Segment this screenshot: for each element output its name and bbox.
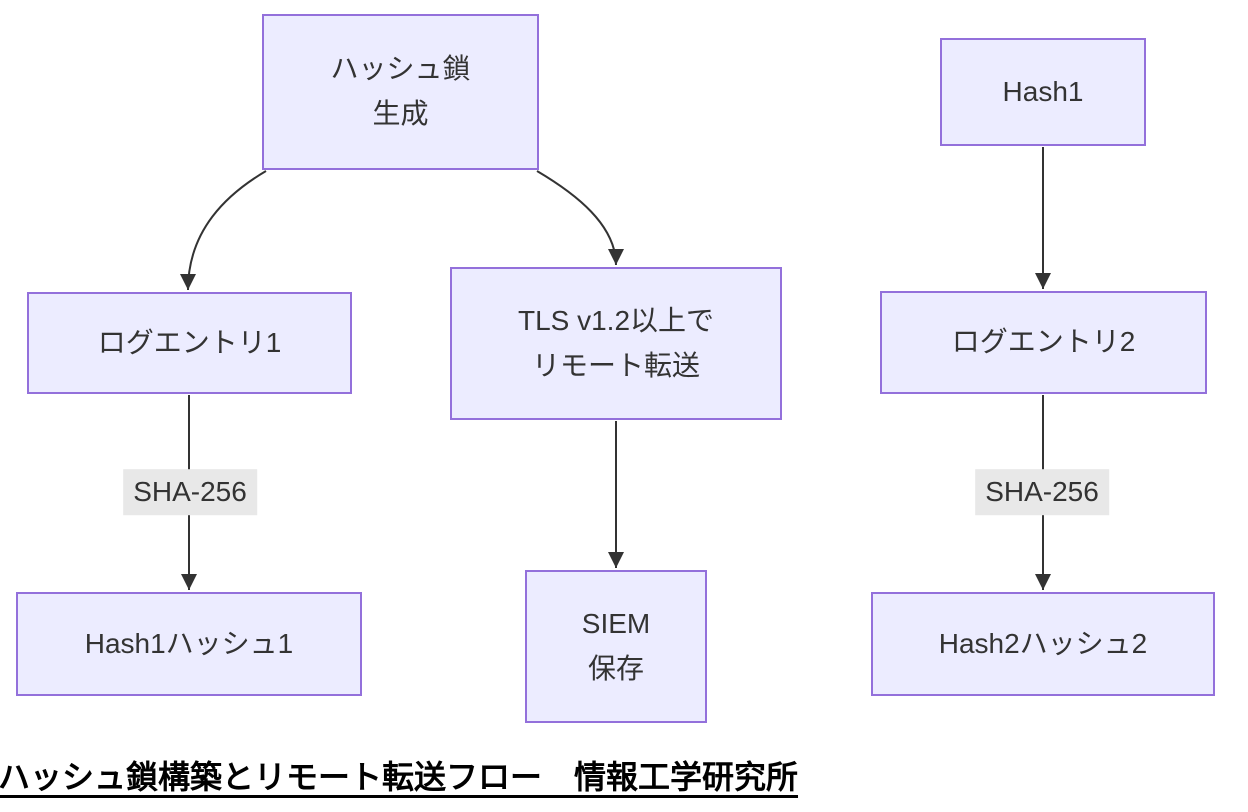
node-label: Hash2ハッシュ2 bbox=[938, 627, 1148, 659]
node-label: Hash1 bbox=[1002, 75, 1084, 107]
edge-label-sha256-left: SHA-256 bbox=[123, 469, 257, 515]
node-tls-remote-transfer: TLS v1.2以上で リモート転送 bbox=[450, 267, 782, 420]
edge-gen-to-log-entry-1 bbox=[180, 170, 267, 291]
node-hash1: Hash1 bbox=[940, 38, 1146, 146]
node-label: ログエントリ2 bbox=[951, 326, 1136, 358]
node-log-entry-2: ログエントリ2 bbox=[880, 291, 1207, 394]
node-hash2-hash2: Hash2ハッシュ2 bbox=[871, 592, 1215, 696]
node-log-entry-1: ログエントリ1 bbox=[27, 292, 352, 394]
node-label-line: TLS v1.2以上で bbox=[517, 304, 715, 336]
node-label-line: リモート転送 bbox=[531, 349, 700, 381]
node-label: ログエントリ1 bbox=[97, 326, 282, 358]
diagram-title: ハッシュ鎖構築とリモート転送フロー 情報工学研究所 bbox=[0, 759, 799, 795]
node-siem-store: SIEM 保存 bbox=[525, 570, 707, 723]
edge-gen-to-tls-transfer bbox=[536, 170, 624, 266]
node-label-line: SIEM bbox=[581, 607, 651, 639]
edge-label-sha256-right: SHA-256 bbox=[975, 469, 1109, 515]
node-label-line: 生成 bbox=[372, 98, 429, 129]
node-hash1-hash1: Hash1ハッシュ1 bbox=[16, 592, 362, 696]
node-hash-chain-generation: ハッシュ鎖 生成 bbox=[262, 14, 539, 170]
node-label-line: 保存 bbox=[587, 652, 644, 684]
node-label-line: ハッシュ鎖 bbox=[330, 53, 471, 85]
node-label: Hash1ハッシュ1 bbox=[84, 627, 294, 659]
